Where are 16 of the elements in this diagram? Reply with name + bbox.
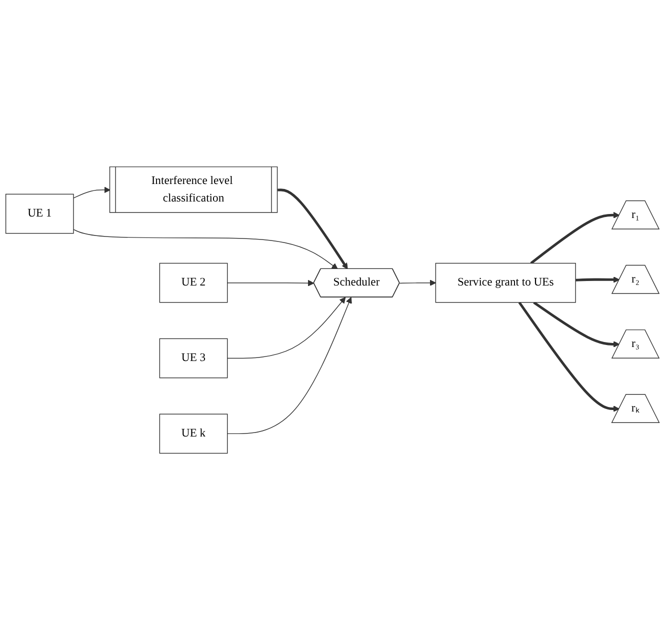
node-box: UE 2 bbox=[159, 262, 228, 303]
arrow bbox=[73, 229, 338, 270]
node-box: UE 1 bbox=[5, 194, 74, 234]
arrow bbox=[227, 280, 314, 286]
arrow bbox=[399, 280, 436, 286]
arrow bbox=[278, 188, 348, 270]
arrow bbox=[533, 301, 620, 348]
node-box: Service grant to UEs bbox=[435, 262, 576, 303]
arrow bbox=[518, 302, 620, 412]
arrow bbox=[227, 297, 352, 434]
arrow bbox=[227, 297, 346, 359]
arrow bbox=[530, 212, 620, 264]
node-box: UE k bbox=[159, 414, 228, 454]
arrow bbox=[73, 186, 110, 198]
node-box: UE 3 bbox=[159, 338, 228, 378]
arrow bbox=[576, 276, 620, 283]
